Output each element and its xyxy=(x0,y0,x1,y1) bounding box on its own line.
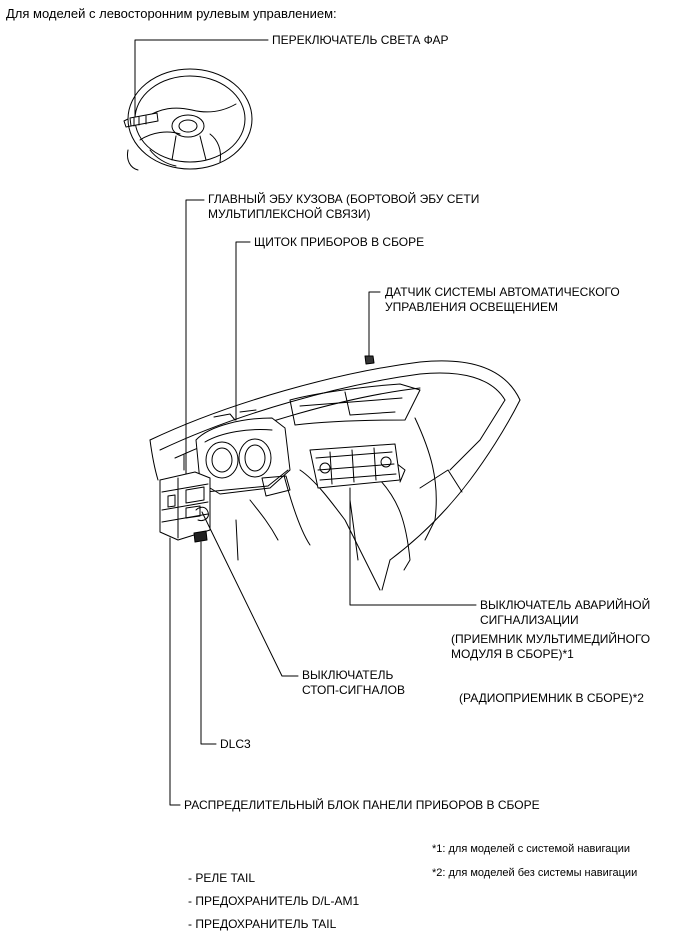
footnote-1: *1: для моделей с системой навигации xyxy=(432,843,630,855)
footnote-2: *2: для моделей без системы навигации xyxy=(432,867,638,879)
list-item-tail-fuse: - ПРЕДОХРАНИТЕЛЬ TAIL xyxy=(188,917,337,931)
leader-body-ecu xyxy=(185,199,205,475)
leader-hazard-switch xyxy=(349,487,477,606)
leader-headlight-switch xyxy=(134,39,269,118)
label-hazard-line1: ВЫКЛЮЧАТЕЛЬ АВАРИЙНОЙ xyxy=(480,598,651,612)
label-stop-line2: СТОП-СИГНАЛОВ xyxy=(302,683,405,697)
stop-light-switch-illustration xyxy=(195,506,209,521)
label-hazard-line4: МОДУЛЯ В СБОРЕ)*1 xyxy=(451,647,574,661)
combination-meter-illustration xyxy=(195,409,291,497)
dlc3-connector-illustration xyxy=(193,530,208,543)
leader-stop-light-switch xyxy=(201,511,299,677)
list-item-tail-relay: - РЕЛЕ TAIL xyxy=(188,871,256,885)
label-hazard-line2: СИГНАЛИЗАЦИИ xyxy=(480,613,579,627)
label-junction-block: РАСПРЕДЕЛИТЕЛЬНЫЙ БЛОК ПАНЕЛИ ПРИБОРОВ В… xyxy=(184,798,540,812)
label-light-sensor-line1: ДАТЧИК СИСТЕМЫ АВТОМАТИЧЕСКОГО xyxy=(385,285,620,299)
label-dlc3: DLC3 xyxy=(220,737,251,751)
page-heading: Для моделей с левосторонним рулевым упра… xyxy=(6,6,337,21)
steering-wheel-illustration xyxy=(123,68,253,171)
hazard-switch-illustration xyxy=(309,443,401,489)
leader-combination-meter xyxy=(235,241,251,421)
leader-junction-block xyxy=(169,537,181,806)
leader-light-sensor xyxy=(368,291,381,357)
label-headlight-switch: ПЕРЕКЛЮЧАТЕЛЬ СВЕТА ФАР xyxy=(272,33,449,47)
light-sensor-illustration xyxy=(364,355,375,365)
label-radio: (РАДИОПРИЕМНИК В СБОРЕ)*2 xyxy=(459,691,644,705)
label-combination-meter: ЩИТОК ПРИБОРОВ В СБОРЕ xyxy=(254,235,425,249)
label-light-sensor-line2: УПРАВЛЕНИЯ ОСВЕЩЕНИЕМ xyxy=(385,300,559,314)
list-item-dl-am1-fuse: - ПРЕДОХРАНИТЕЛЬ D/L-AM1 xyxy=(188,894,360,908)
label-hazard-line3: (ПРИЕМНИК МУЛЬТИМЕДИЙНОГО xyxy=(451,632,651,646)
label-body-ecu-line2: МУЛЬТИПЛЕКСНОЙ СВЯЗИ) xyxy=(208,207,371,221)
leader-dlc3 xyxy=(200,541,217,745)
label-stop-line1: ВЫКЛЮЧАТЕЛЬ xyxy=(302,668,394,682)
junction-block-illustration xyxy=(159,471,211,541)
label-body-ecu-line1: ГЛАВНЫЙ ЭБУ КУЗОВА (БОРТОВОЙ ЭБУ СЕТИ xyxy=(208,192,480,206)
